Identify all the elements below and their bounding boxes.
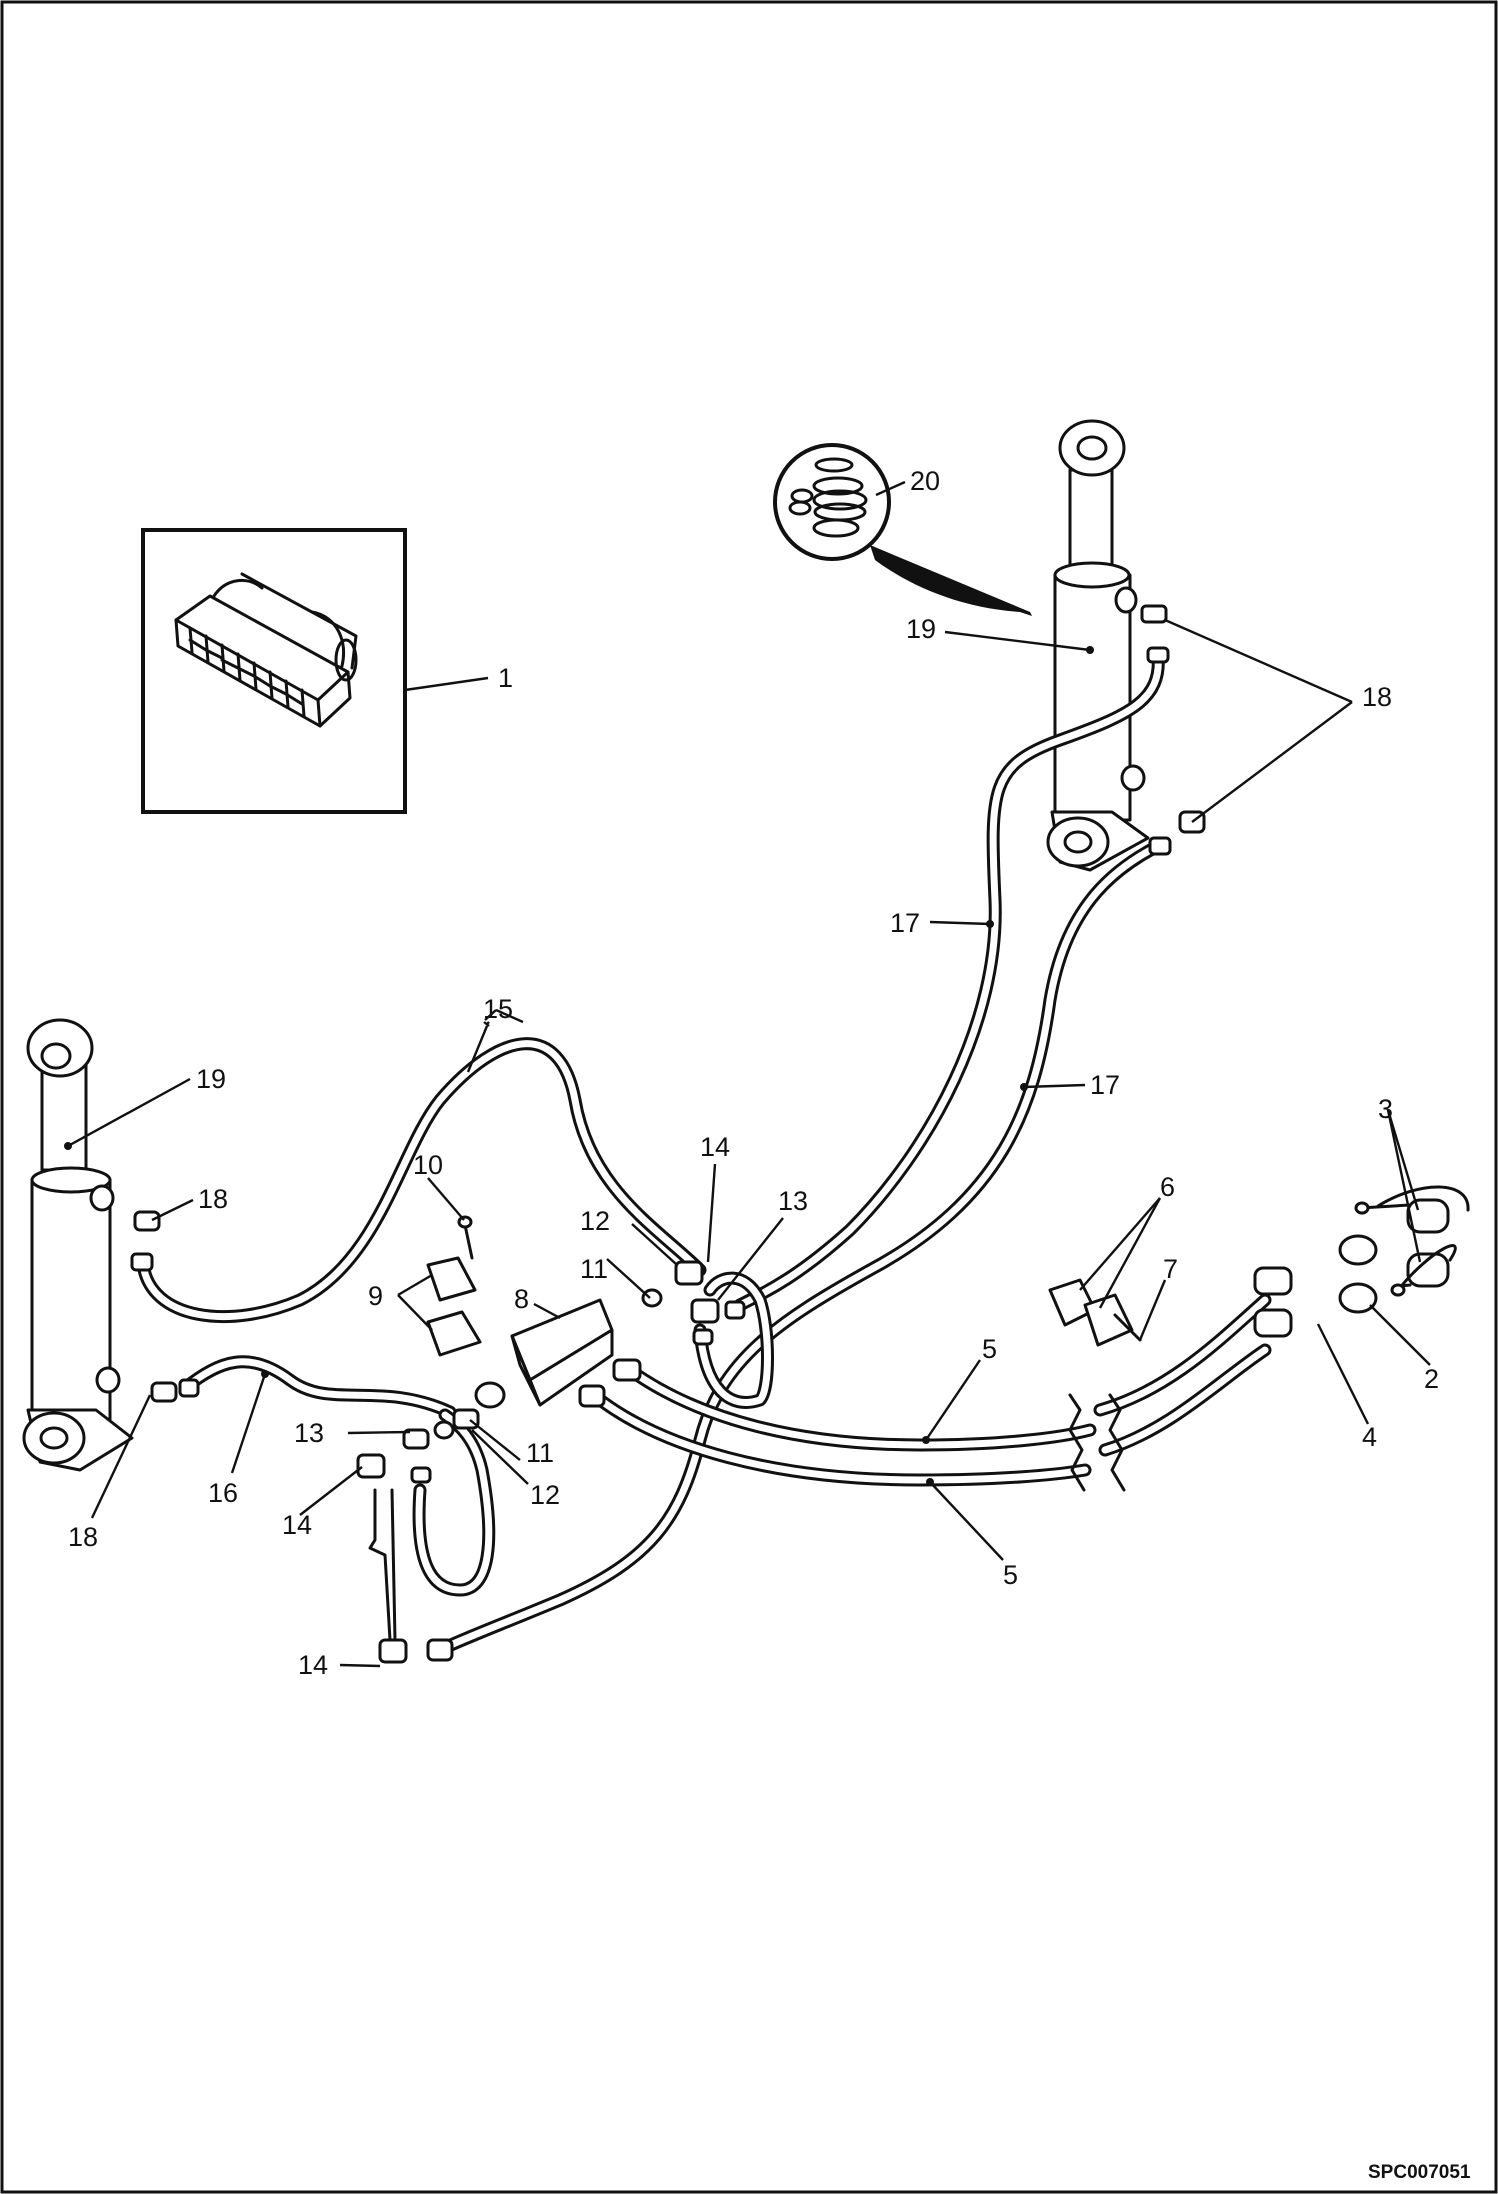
callout-11-lower: 11 bbox=[526, 1438, 554, 1468]
leader-lines bbox=[64, 480, 1431, 1668]
callout-14-middle: 14 bbox=[282, 1510, 312, 1540]
callout-1: 1 bbox=[498, 663, 513, 693]
seal-kit-detail-box bbox=[141, 528, 407, 814]
callout-3: 3 bbox=[1378, 1094, 1393, 1124]
seal-kit-circle bbox=[773, 443, 1032, 616]
callout-19-right: 19 bbox=[906, 614, 936, 644]
callout-17-upper: 17 bbox=[890, 908, 920, 938]
callout-5-lower: 5 bbox=[1003, 1560, 1018, 1590]
callout-11-upper: 11 bbox=[580, 1254, 608, 1284]
pointer-arrow bbox=[870, 545, 1032, 616]
callout-labels: 1 2 3 4 5 5 6 7 8 9 10 11 11 12 12 13 13… bbox=[68, 466, 1439, 1680]
callout-15: 15 bbox=[483, 994, 513, 1024]
callout-12-lower: 12 bbox=[530, 1480, 560, 1510]
left-hydraulic-cylinder bbox=[22, 1018, 134, 1472]
drawing-reference: SPC007051 bbox=[1368, 2162, 1471, 2183]
callout-8: 8 bbox=[514, 1284, 529, 1314]
callout-18-left-lower: 18 bbox=[68, 1522, 98, 1552]
callout-14-lower: 14 bbox=[298, 1650, 328, 1680]
callout-18-left-upper: 18 bbox=[198, 1184, 228, 1214]
fittings bbox=[130, 604, 1470, 1664]
callout-20: 20 bbox=[910, 466, 940, 496]
callout-2: 2 bbox=[1424, 1364, 1439, 1394]
callout-5-upper: 5 bbox=[982, 1334, 997, 1364]
callout-10: 10 bbox=[413, 1150, 443, 1180]
callout-4: 4 bbox=[1362, 1422, 1377, 1452]
seal-kit-illustration bbox=[174, 572, 358, 728]
callout-18-right: 18 bbox=[1362, 682, 1392, 712]
callout-14-upper: 14 bbox=[700, 1132, 730, 1162]
break-mark bbox=[1068, 1393, 1126, 1492]
callout-17-lower: 17 bbox=[1090, 1070, 1120, 1100]
callout-16: 16 bbox=[208, 1478, 238, 1508]
callout-6: 6 bbox=[1160, 1172, 1175, 1202]
callout-12-upper: 12 bbox=[580, 1206, 610, 1236]
callout-13-lower: 13 bbox=[294, 1418, 324, 1448]
callout-19-left: 19 bbox=[196, 1064, 226, 1094]
hose-lines bbox=[136, 648, 1272, 1657]
callout-7: 7 bbox=[1163, 1254, 1178, 1284]
callout-13-upper: 13 bbox=[778, 1186, 808, 1216]
callout-9: 9 bbox=[368, 1281, 383, 1311]
